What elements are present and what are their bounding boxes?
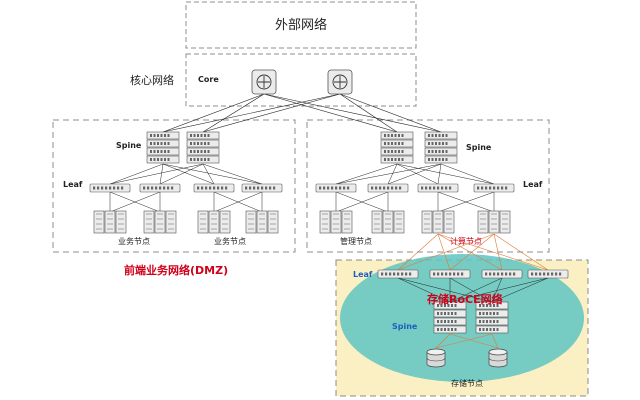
storage-leaf-spine-link — [449, 277, 549, 303]
core-spine-link — [339, 93, 442, 133]
compute-storage-link — [397, 233, 439, 271]
spine-leaf-link — [437, 163, 442, 185]
leaf-label-left: Leaf — [63, 180, 83, 189]
server-group-icon — [93, 210, 127, 234]
core-spine-link — [263, 93, 442, 133]
server-group-icon — [143, 210, 177, 234]
management-node-label: 管理节点 — [340, 237, 372, 246]
spine-leaf-link — [159, 163, 204, 185]
storage-disk-link — [435, 333, 451, 349]
storage-disk-icon — [488, 348, 508, 368]
spine-leaf-link — [202, 163, 215, 185]
spine-switch-icon — [424, 131, 458, 164]
business-node-label-2: 业务节点 — [214, 237, 246, 246]
storage-node-label: 存储节点 — [451, 379, 483, 388]
spine-leaf-link — [440, 163, 495, 185]
leaf-server-link — [109, 191, 161, 213]
storage-spine-switch-icon — [475, 301, 509, 334]
storage-leaf-spine-link — [449, 277, 493, 303]
router-icon — [327, 69, 353, 95]
spine-switch-icon — [380, 131, 414, 164]
link-lines — [109, 93, 549, 349]
leaf-switch-icon — [473, 183, 515, 193]
storage-leaf-label: Leaf — [353, 270, 373, 279]
compute-node-label: 计算节点 — [450, 237, 482, 246]
leaf-switch-icon — [139, 183, 181, 193]
storage-leaf-switch-icon — [527, 269, 569, 279]
compute-storage-link — [449, 233, 495, 271]
spine-leaf-link — [109, 163, 164, 185]
external-network-label: 外部网络 — [275, 18, 328, 33]
spine-switch-icon — [146, 131, 180, 164]
spine-leaf-link — [159, 163, 164, 185]
leaf-switch-icon — [367, 183, 409, 193]
compute-storage-link — [493, 233, 549, 271]
storage-roce-title: 存储RoCE网络 — [427, 293, 503, 306]
external-network-box — [185, 1, 417, 49]
spine-leaf-link — [335, 163, 442, 185]
leaf-switch-icon — [89, 183, 131, 193]
core-spine-link — [339, 93, 398, 133]
storage-leaf-switch-icon — [481, 269, 523, 279]
leaf-label-right: Leaf — [523, 180, 543, 189]
server-group-icon — [319, 210, 353, 234]
leaf-server-link — [213, 191, 263, 213]
devices — [89, 69, 569, 368]
core-label: Core — [198, 75, 219, 84]
spine-leaf-link — [396, 163, 439, 185]
storage-disk-link — [491, 333, 499, 349]
storage-spine-label: Spine — [392, 322, 418, 331]
leaf-switch-icon — [417, 183, 459, 193]
storage-spine-switch-icon — [433, 301, 467, 334]
core-spine-link — [263, 93, 398, 133]
spine-switch-icon — [186, 131, 220, 164]
frontend-zone-title: 前端业务网络(DMZ) — [124, 264, 229, 277]
storage-leaf-spine-link — [491, 277, 549, 303]
router-icon — [251, 69, 277, 95]
compute-storage-link — [397, 233, 495, 271]
server-group-icon — [245, 210, 279, 234]
server-group-icon — [197, 210, 231, 234]
core-spine-link — [162, 93, 341, 133]
core-network-label: 核心网络 — [130, 74, 174, 87]
core-spine-link — [202, 93, 341, 133]
leaf-switch-icon — [193, 183, 235, 193]
storage-leaf-switch-icon — [429, 269, 471, 279]
spine-leaf-link — [396, 163, 495, 185]
spine-label-right: Spine — [466, 143, 492, 152]
core-network-box — [185, 53, 417, 107]
leaf-server-link — [437, 191, 495, 213]
core-spine-link — [162, 93, 265, 133]
spine-leaf-link — [162, 163, 263, 185]
server-group-icon — [477, 210, 511, 234]
storage-leaf-spine-link — [397, 277, 451, 303]
leaf-switch-icon — [241, 183, 283, 193]
server-group-icon — [371, 210, 405, 234]
spine-leaf-link — [387, 163, 398, 185]
storage-disk-link — [449, 333, 499, 349]
server-group-icon — [421, 210, 455, 234]
storage-leaf-switch-icon — [377, 269, 419, 279]
storage-disk-icon — [426, 348, 446, 368]
business-node-label-1: 业务节点 — [118, 237, 150, 246]
storage-leaf-spine-link — [491, 277, 503, 303]
compute-storage-link — [437, 233, 451, 271]
storage-leaf-spine-link — [397, 277, 493, 303]
compute-storage-link — [493, 233, 503, 271]
storage-leaf-spine-link — [449, 277, 503, 303]
spine-leaf-link — [335, 163, 398, 185]
storage-disk-link — [435, 333, 493, 349]
spine-leaf-link — [109, 163, 204, 185]
compute-storage-link — [437, 233, 549, 271]
spine-leaf-link — [387, 163, 442, 185]
spine-leaf-link — [202, 163, 263, 185]
spine-label-left: Spine — [116, 141, 142, 150]
leaf-switch-icon — [315, 183, 357, 193]
core-spine-link — [202, 93, 265, 133]
spine-leaf-link — [162, 163, 215, 185]
compute-storage-link — [437, 233, 503, 271]
leaf-server-link — [335, 191, 389, 213]
